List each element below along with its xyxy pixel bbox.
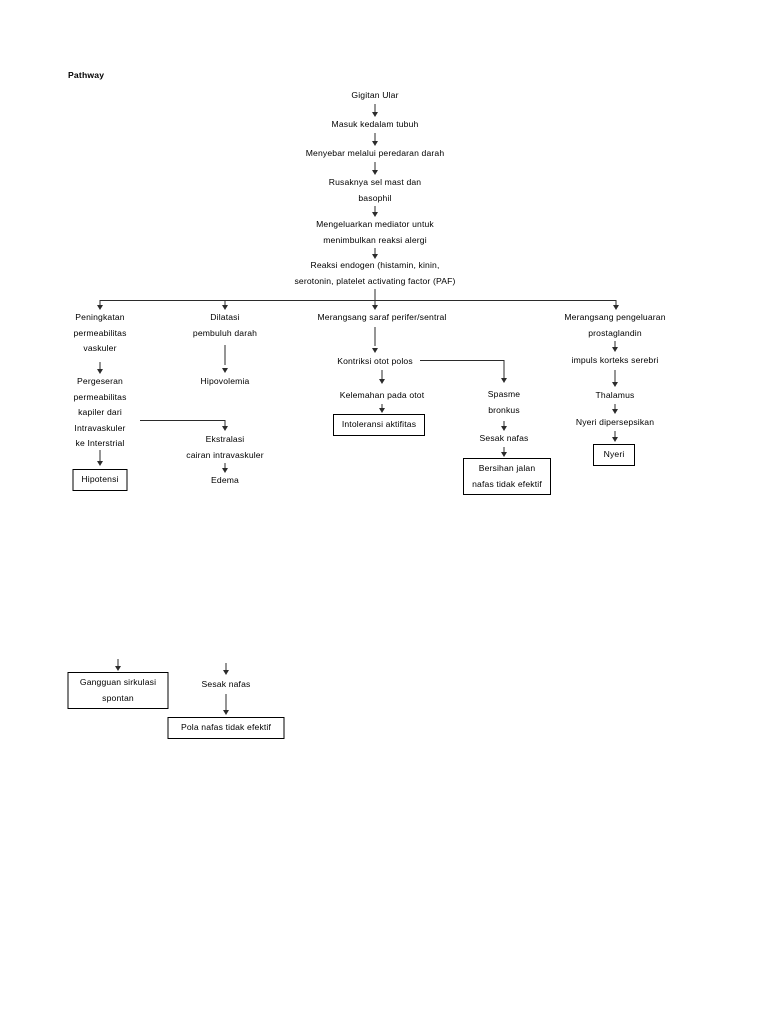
edge-n8-n12-arrow	[222, 368, 228, 373]
edge-n11-n23-line	[99, 450, 101, 464]
node-gangguan-sirkulasi-spontan: Gangguan sirkulasi spontan	[67, 672, 169, 709]
node-mengeluarkan-mediator: Mengeluarkan mediator untuk menimbulkan …	[316, 219, 434, 245]
node-edema: Edema	[211, 475, 239, 485]
edge-n14-n18-arrow	[612, 382, 618, 387]
edge-n11-n15-horizontal	[140, 420, 225, 421]
edge-n5-n6-line	[374, 248, 376, 256]
edge-n20-n22-arrow	[612, 437, 618, 442]
node-sesak-nafas-lower: Sesak nafas	[201, 679, 251, 689]
edge-into-gangguan-line	[117, 659, 119, 670]
node-merangsang-saraf-perifer-sentral: Merangsang saraf perifer/sentral	[317, 312, 447, 322]
edge-n13-n17-arrow	[501, 378, 507, 383]
edge-n20-n22-line	[614, 431, 616, 440]
edge-n3-n4-line	[374, 162, 376, 172]
edge-n10-n14-line	[614, 341, 616, 349]
bus-drop-line	[374, 289, 376, 300]
edge-n9-n13-arrow	[372, 348, 378, 353]
edge-n17-n21-arrow	[501, 426, 507, 431]
node-pergeseran-permeabilitas-kapiler: Pergeseran permeabilitas kapiler dari In…	[73, 376, 127, 448]
edge-n7-n11-arrow	[97, 369, 103, 374]
edge-n8-n12-line	[224, 345, 226, 365]
bus-branch-2-arrow	[222, 305, 228, 310]
node-menyebar-melalui-peredaran-darah: Menyebar melalui peredaran darah	[305, 148, 445, 158]
bus-branch-4-arrow	[613, 305, 619, 310]
bus-branch-3-line	[374, 300, 376, 307]
edge-n2-n3-arrow	[372, 141, 378, 146]
edge-n15-n24-line	[224, 463, 226, 471]
edge-n27-n28-arrow	[223, 710, 229, 715]
edge-n21-n25-line	[503, 447, 505, 455]
node-gigitan-ular: Gigitan Ular	[351, 90, 399, 100]
node-kelemahan-pada-otot: Kelemahan pada otot	[339, 390, 425, 400]
edge-n4-n5-line	[374, 206, 376, 214]
edge-n2-n3-line	[374, 133, 376, 143]
node-ekstralasi-cairan-intravaskuler: Ekstralasi cairan intravaskuler	[186, 434, 264, 460]
node-impuls-korteks-serebri: impuls korteks serebri	[571, 355, 659, 365]
edge-n17-n21-line	[503, 421, 505, 429]
node-thalamus: Thalamus	[595, 390, 635, 400]
node-intoleransi-aktifitas: Intoleransi aktifitas	[333, 414, 425, 436]
edge-n16-n19-line	[381, 404, 383, 410]
edge-n1-n2-line	[374, 104, 376, 114]
edge-n9-n13-line	[374, 327, 376, 346]
node-pola-nafas-tidak-efektif: Pola nafas tidak efektif	[167, 717, 285, 739]
node-hipovolemia: Hipovolemia	[200, 376, 250, 386]
node-spasme-bronkus: Spasme bronkus	[487, 389, 521, 415]
edge-n15-n24-arrow	[222, 468, 228, 473]
edge-n21-n25-arrow	[501, 452, 507, 457]
edge-n18-n20-arrow	[612, 409, 618, 414]
edge-n11-n15-vertical	[224, 420, 226, 429]
node-rusaknya-sel-mast-dan-basophil: Rusaknya sel mast dan basophil	[328, 177, 422, 203]
node-nyeri-dipersepsikan: Nyeri dipersepsikan	[575, 417, 655, 427]
edge-n13-n16-arrow	[379, 379, 385, 384]
node-masuk-kedalam-tubuh: Masuk kedalam tubuh	[331, 119, 419, 129]
node-reaksi-endogen: Reaksi endogen (histamin, kinin, seroton…	[294, 260, 456, 286]
edge-n1-n2-arrow	[372, 112, 378, 117]
edge-n11-n23-arrow	[97, 461, 103, 466]
edge-n5-n6-arrow	[372, 254, 378, 259]
node-dilatasi-pembuluh-darah: Dilatasi pembuluh darah	[192, 312, 258, 338]
edge-n7-n11-line	[99, 362, 101, 372]
bus-branch-3-arrow	[372, 305, 378, 310]
edge-n3-n4-arrow	[372, 170, 378, 175]
node-hipotensi: Hipotensi	[72, 469, 128, 491]
node-nyeri: Nyeri	[593, 444, 635, 466]
edge-n11-n15-arrow	[222, 426, 228, 431]
node-sesak-nafas-upper: Sesak nafas	[479, 433, 529, 443]
edge-into-sesak-nafas-line	[225, 663, 227, 673]
edge-into-gangguan-arrow	[115, 666, 121, 671]
bus-branch-2-line	[224, 300, 226, 307]
edge-n14-n18-line	[614, 370, 616, 385]
bus-branch-1-line	[99, 300, 101, 307]
bus-horizontal-line	[100, 300, 616, 301]
bus-branch-1-arrow	[97, 305, 103, 310]
edge-n13-n17-horizontal	[420, 360, 504, 361]
page-title: Pathway	[68, 70, 105, 80]
edge-n4-n5-arrow	[372, 212, 378, 217]
edge-n10-n14-arrow	[612, 347, 618, 352]
node-kontriksi-otot-polos: Kontriksi otot polos	[337, 356, 413, 366]
bus-branch-4-line	[615, 300, 617, 307]
edge-n13-n16-line	[381, 370, 383, 381]
node-peningkatan-permeabilitas-vaskuler: Peningkatan permeabilitas vaskuler	[73, 312, 127, 353]
edge-n18-n20-line	[614, 404, 616, 411]
edge-n13-n17-vertical	[503, 360, 505, 380]
edge-n16-n19-arrow	[379, 408, 385, 413]
edge-into-sesak-nafas-arrow	[223, 670, 229, 675]
node-bersihan-jalan-nafas-tidak-efektif: Bersihan jalan nafas tidak efektif	[463, 458, 551, 495]
edge-n27-n28-line	[225, 694, 227, 712]
node-merangsang-pengeluaran-prostaglandin: Merangsang pengeluaran prostaglandin	[564, 312, 666, 338]
